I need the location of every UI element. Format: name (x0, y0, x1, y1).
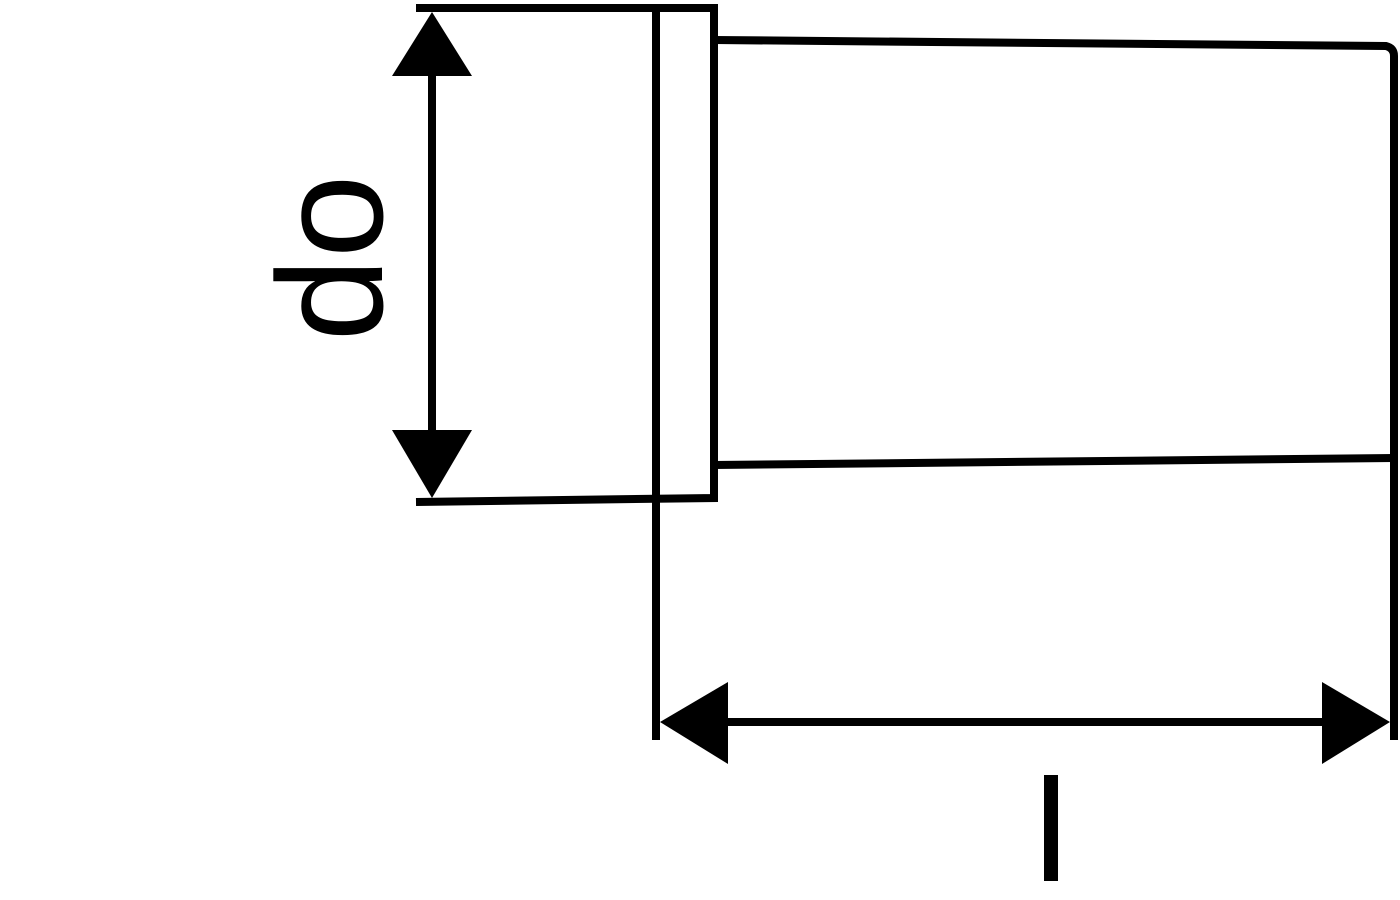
arrowhead-down-icon (392, 430, 472, 498)
flange-outline (415, 4, 718, 506)
length-label-stroke (1044, 775, 1058, 881)
body-outline (713, 36, 1398, 740)
body-bottom-edge (713, 454, 1395, 469)
arrowhead-left-icon (660, 682, 728, 764)
arrowhead-up-icon (392, 12, 472, 76)
diameter-label: do (246, 175, 414, 342)
arrowhead-right-icon (1322, 682, 1390, 764)
